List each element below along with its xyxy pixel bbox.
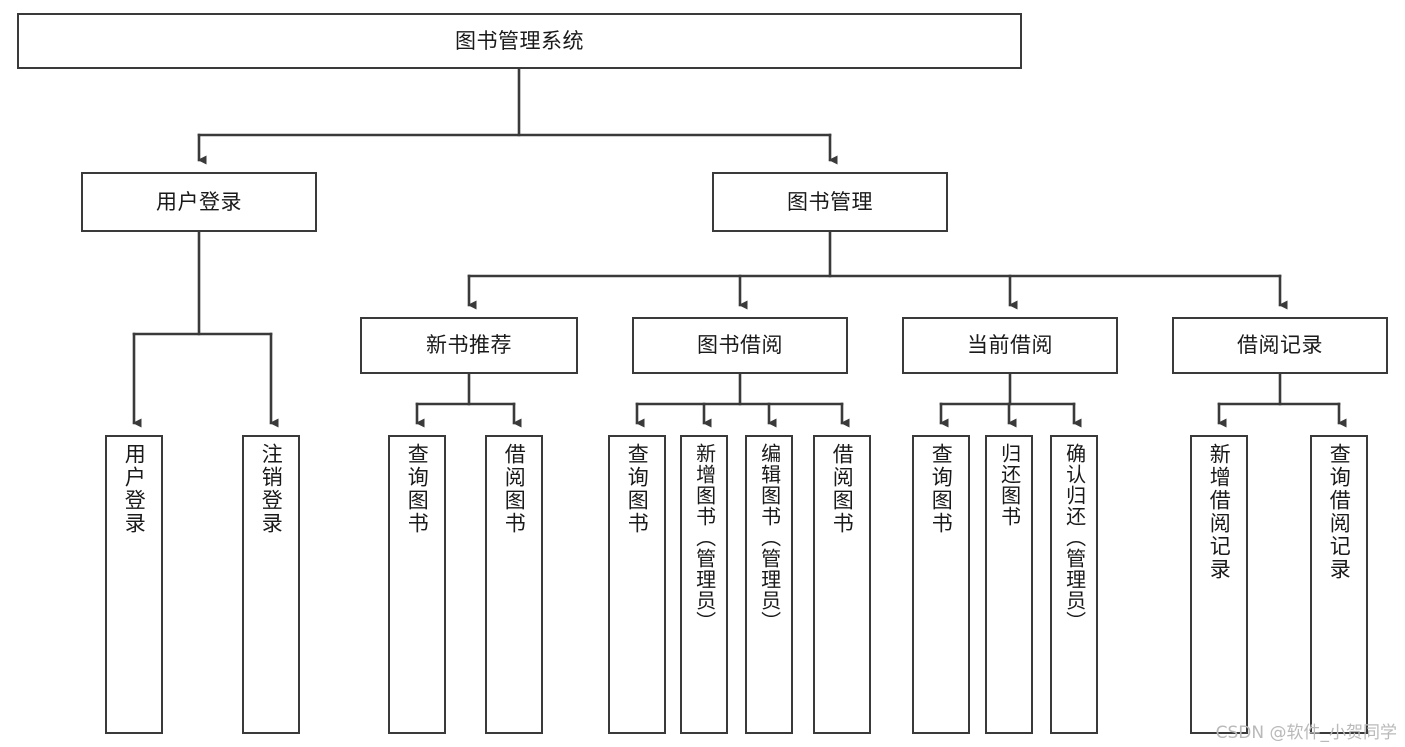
node-leaf-add-book[interactable]: 新增图书（管理员） bbox=[680, 435, 728, 734]
node-current-borrow-label: 当前借阅 bbox=[967, 333, 1053, 358]
node-leaf-add-record[interactable]: 新增借阅记录 bbox=[1190, 435, 1248, 734]
node-leaf-logout-label: 注销登录 bbox=[259, 443, 284, 535]
node-new-book-rec-label: 新书推荐 bbox=[426, 333, 512, 358]
node-leaf-return-book[interactable]: 归还图书 bbox=[985, 435, 1033, 734]
node-root-label: 图书管理系统 bbox=[455, 28, 584, 53]
node-book-borrow[interactable]: 图书借阅 bbox=[632, 317, 848, 374]
node-book-borrow-label: 图书借阅 bbox=[697, 333, 783, 358]
node-borrow-record[interactable]: 借阅记录 bbox=[1172, 317, 1388, 374]
node-leaf-query-book-rec[interactable]: 查询图书 bbox=[388, 435, 446, 734]
node-leaf-query-book-rec-label: 查询图书 bbox=[405, 443, 430, 535]
node-book-manage[interactable]: 图书管理 bbox=[712, 172, 948, 232]
node-book-manage-label: 图书管理 bbox=[787, 189, 873, 214]
node-leaf-query-record-label: 查询借阅记录 bbox=[1327, 443, 1352, 581]
node-root[interactable]: 图书管理系统 bbox=[17, 13, 1022, 69]
node-leaf-user-login[interactable]: 用户登录 bbox=[105, 435, 163, 734]
node-leaf-borrow-book-rec-label: 借阅图书 bbox=[502, 443, 527, 535]
node-user-login[interactable]: 用户登录 bbox=[81, 172, 317, 232]
node-leaf-query-record[interactable]: 查询借阅记录 bbox=[1310, 435, 1368, 734]
node-leaf-borrow-book-bor-label: 借阅图书 bbox=[830, 443, 855, 535]
node-leaf-return-book-label: 归还图书 bbox=[997, 443, 1022, 527]
node-current-borrow[interactable]: 当前借阅 bbox=[902, 317, 1118, 374]
node-leaf-logout[interactable]: 注销登录 bbox=[242, 435, 300, 734]
node-leaf-borrow-book-rec[interactable]: 借阅图书 bbox=[485, 435, 543, 734]
node-leaf-query-book-bor-label: 查询图书 bbox=[625, 443, 650, 535]
node-user-login-label: 用户登录 bbox=[156, 189, 242, 214]
node-leaf-confirm-return-label: 确认归还（管理员） bbox=[1062, 443, 1087, 632]
node-new-book-rec[interactable]: 新书推荐 bbox=[360, 317, 578, 374]
node-borrow-record-label: 借阅记录 bbox=[1237, 333, 1323, 358]
node-leaf-confirm-return[interactable]: 确认归还（管理员） bbox=[1050, 435, 1098, 734]
node-leaf-user-login-label: 用户登录 bbox=[122, 443, 147, 535]
node-leaf-query-book-cur[interactable]: 查询图书 bbox=[912, 435, 970, 734]
node-leaf-edit-book-label: 编辑图书（管理员） bbox=[757, 443, 782, 632]
node-leaf-edit-book[interactable]: 编辑图书（管理员） bbox=[745, 435, 793, 734]
watermark-text: CSDN @软件_小贺同学 bbox=[1215, 723, 1397, 743]
node-leaf-add-record-label: 新增借阅记录 bbox=[1207, 443, 1232, 581]
node-leaf-borrow-book-bor[interactable]: 借阅图书 bbox=[813, 435, 871, 734]
node-leaf-add-book-label: 新增图书（管理员） bbox=[692, 443, 717, 632]
node-leaf-query-book-cur-label: 查询图书 bbox=[929, 443, 954, 535]
node-leaf-query-book-bor[interactable]: 查询图书 bbox=[608, 435, 666, 734]
